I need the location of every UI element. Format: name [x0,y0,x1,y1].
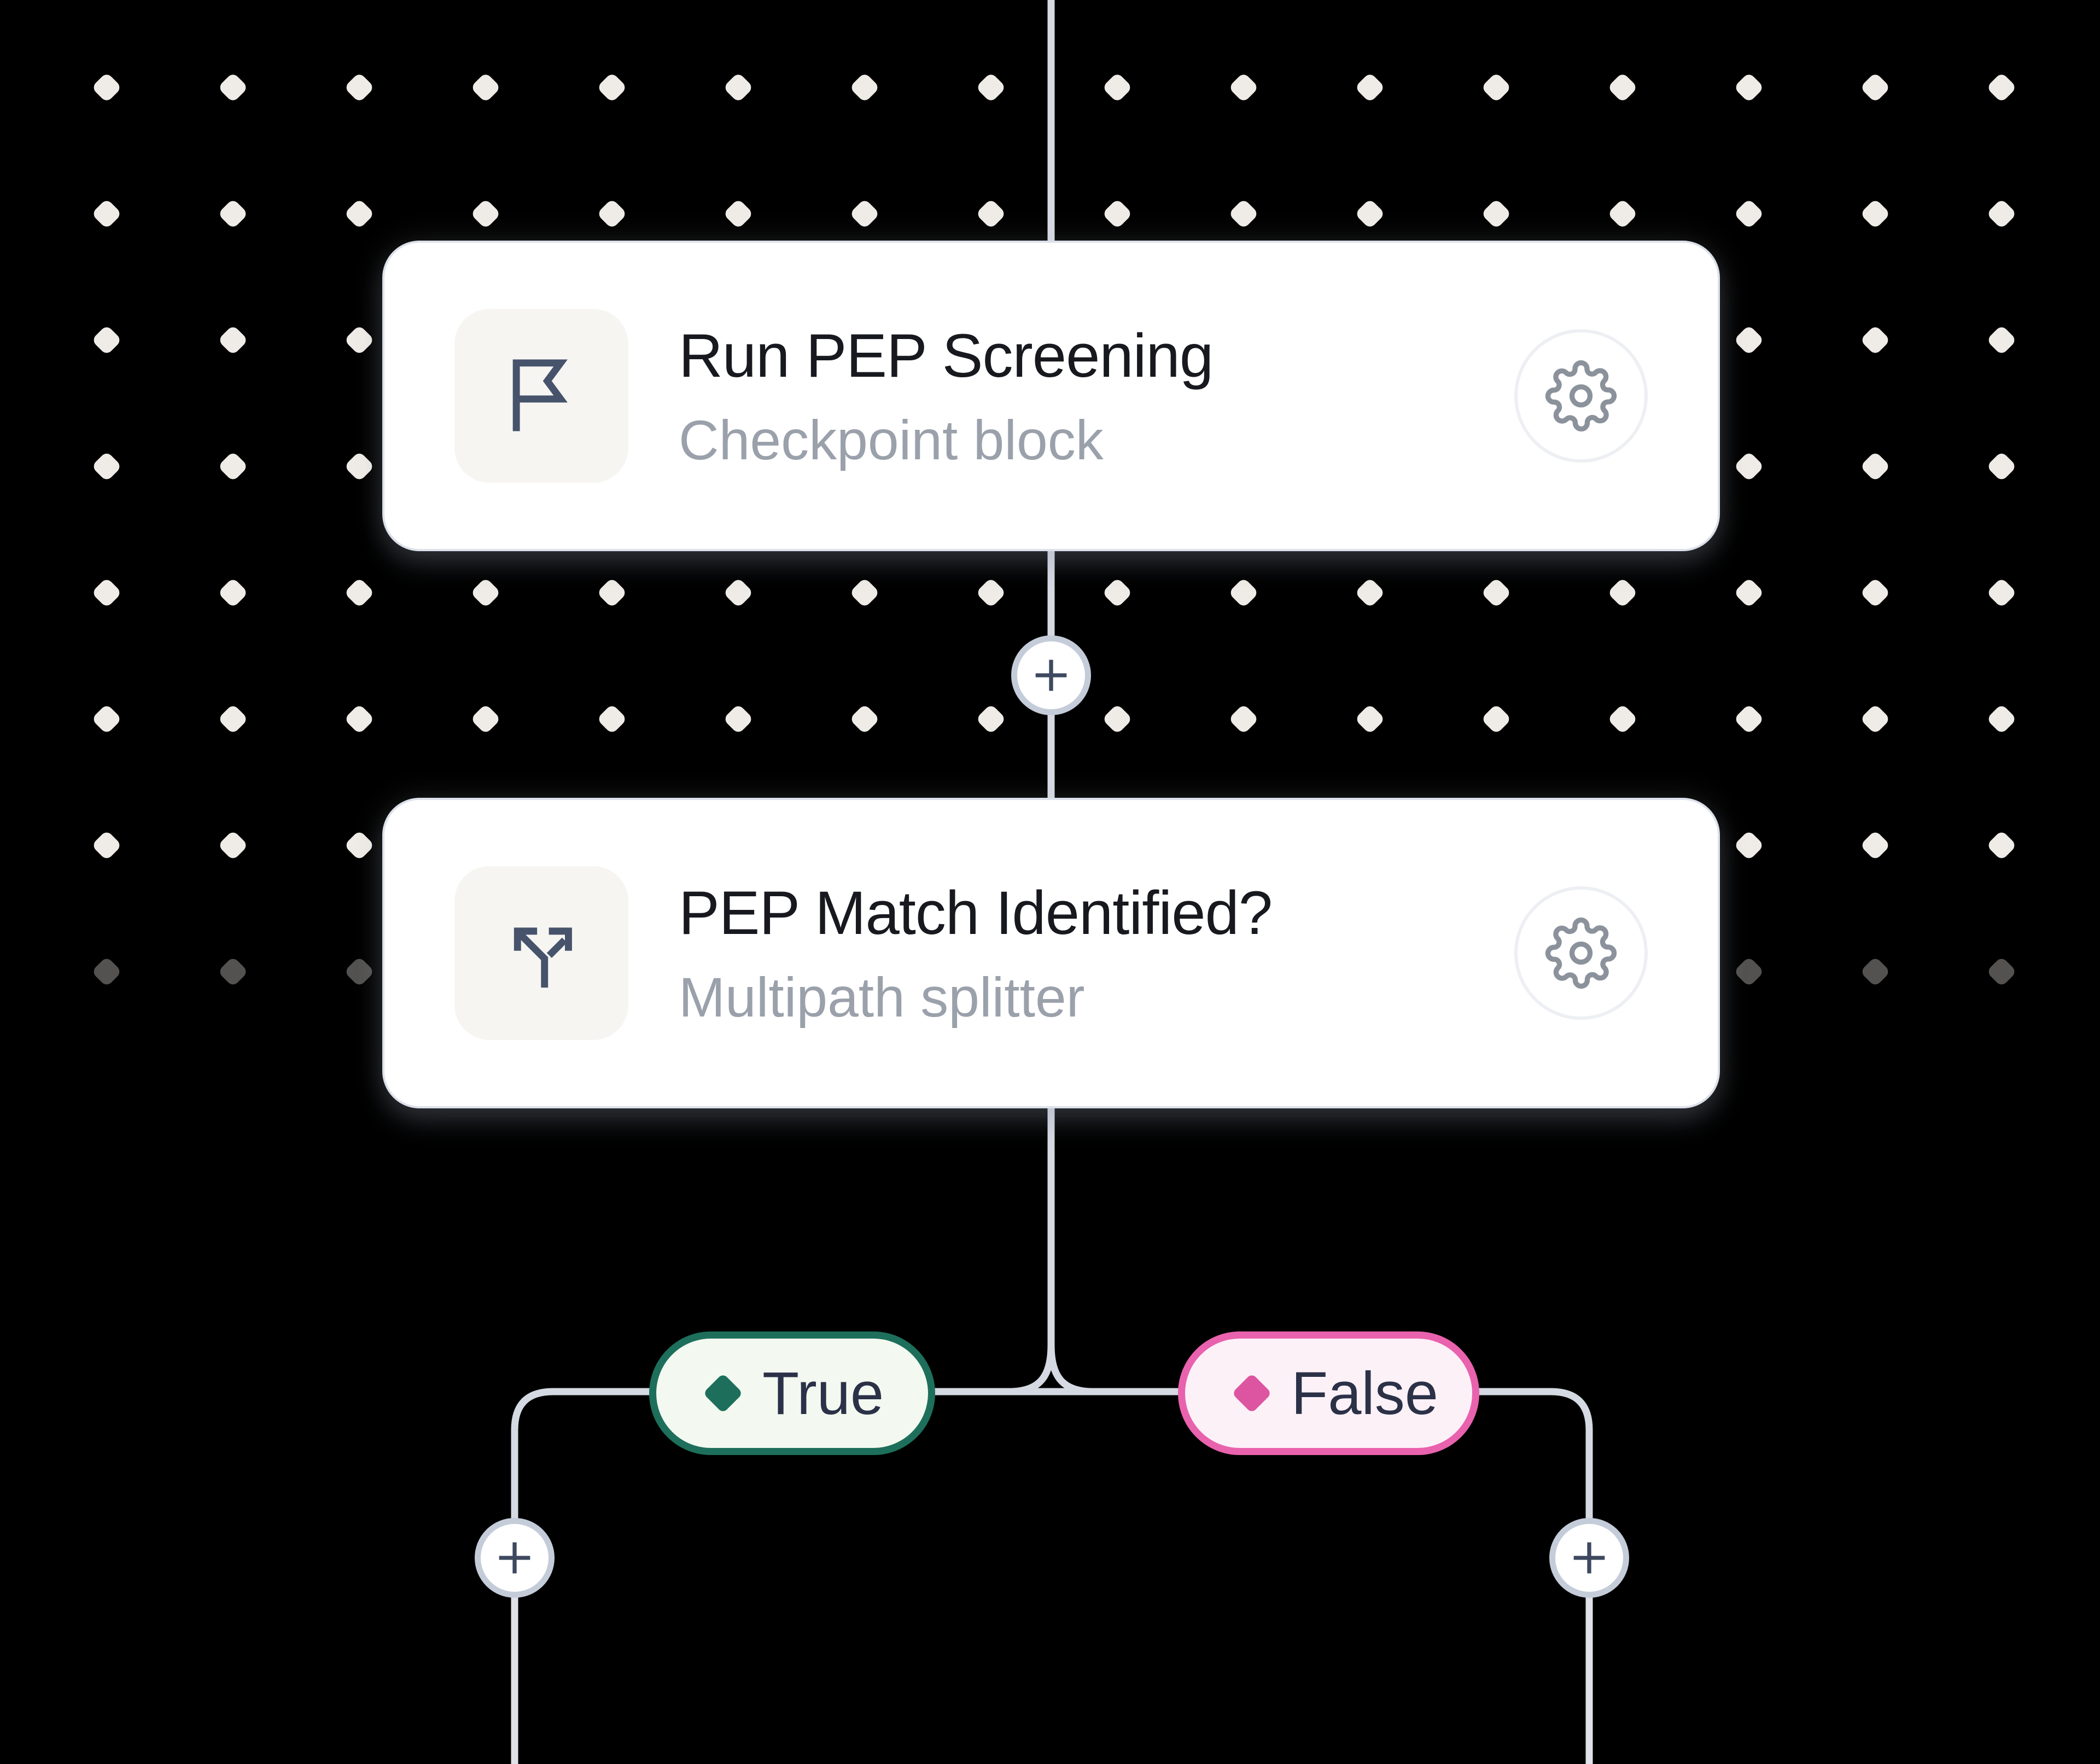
add-step-button-middle[interactable] [1011,635,1091,715]
plus-icon [499,1542,530,1574]
node-subtitle: Multipath splitter [679,966,1085,1029]
node-text-block: Run PEP Screening Checkpoint block [679,321,1514,471]
node-text-block: PEP Match Identified? Multipath splitter [679,878,1514,1029]
diamond-icon [703,1373,743,1413]
diamond-icon [1232,1373,1272,1413]
split-icon [514,927,572,988]
gear-icon [1545,360,1617,432]
branch-badge-true[interactable]: True [649,1331,935,1455]
gear-icon [1545,917,1617,989]
plus-icon [1035,659,1067,691]
node-title: Run PEP Screening [679,321,1214,390]
branch-badge-false[interactable]: False [1178,1331,1479,1455]
node-card-splitter[interactable]: PEP Match Identified? Multipath splitter [382,798,1720,1108]
node-settings-button[interactable] [1514,329,1648,463]
node-card-checkpoint[interactable]: Run PEP Screening Checkpoint block [382,241,1720,551]
node-settings-button[interactable] [1514,886,1648,1020]
add-step-button-true-branch[interactable] [475,1518,555,1598]
node-icon-tile [454,309,628,483]
node-icon-tile [454,866,628,1040]
plus-icon [1573,1542,1605,1574]
branch-label: False [1291,1359,1438,1427]
flag-icon [512,359,568,431]
connector-branch-rail [511,1388,1593,1558]
add-step-button-false-branch[interactable] [1549,1518,1629,1598]
branch-label: True [762,1359,884,1427]
node-title: PEP Match Identified? [679,878,1273,947]
node-subtitle: Checkpoint block [679,409,1104,472]
